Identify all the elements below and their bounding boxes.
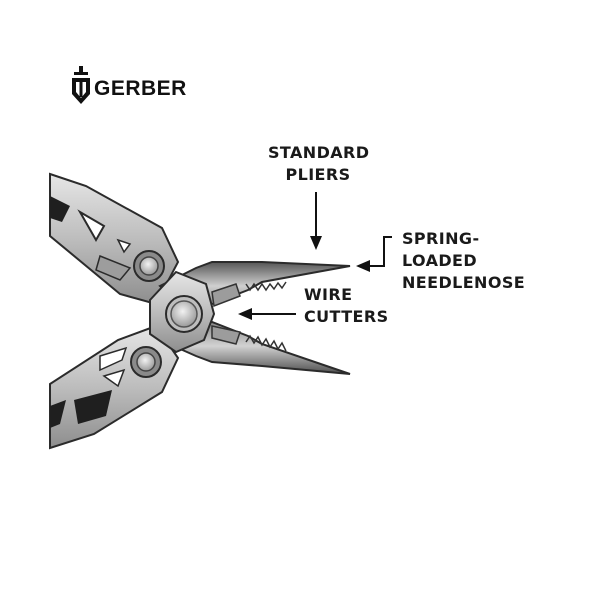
brand-name: GERBER [94,76,187,100]
handle-cutout [74,390,112,424]
spring-loaded-arrow [368,236,392,267]
lower-handle [49,324,180,450]
label-line: WIRE [304,285,353,304]
wire-cutter-blade [211,283,241,308]
pivot-joint [149,270,216,354]
wire-cutter-blade [211,325,241,345]
label-line: STANDARD [268,143,370,162]
standard-pliers-label: STANDARD PLIERS [268,142,370,186]
pivot-bolt [170,300,198,328]
label-line: NEEDLENOSE [402,273,526,292]
label-line: LOADED [402,251,478,270]
label-line: CUTTERS [304,307,389,326]
handle-cutout [50,196,70,222]
spring-loaded-needlenose-label: SPRING- LOADED NEEDLENOSE [402,228,525,294]
gerber-logo: GERBER [70,66,187,106]
handle-cutout [77,209,106,243]
gerber-sword-icon [72,66,90,104]
upper-handle [49,172,180,306]
wire-cutters-label: WIRE CUTTERS [304,284,389,328]
callout-arrows [238,192,392,320]
label-line: SPRING- [402,229,480,248]
label-line: PLIERS [285,165,351,184]
